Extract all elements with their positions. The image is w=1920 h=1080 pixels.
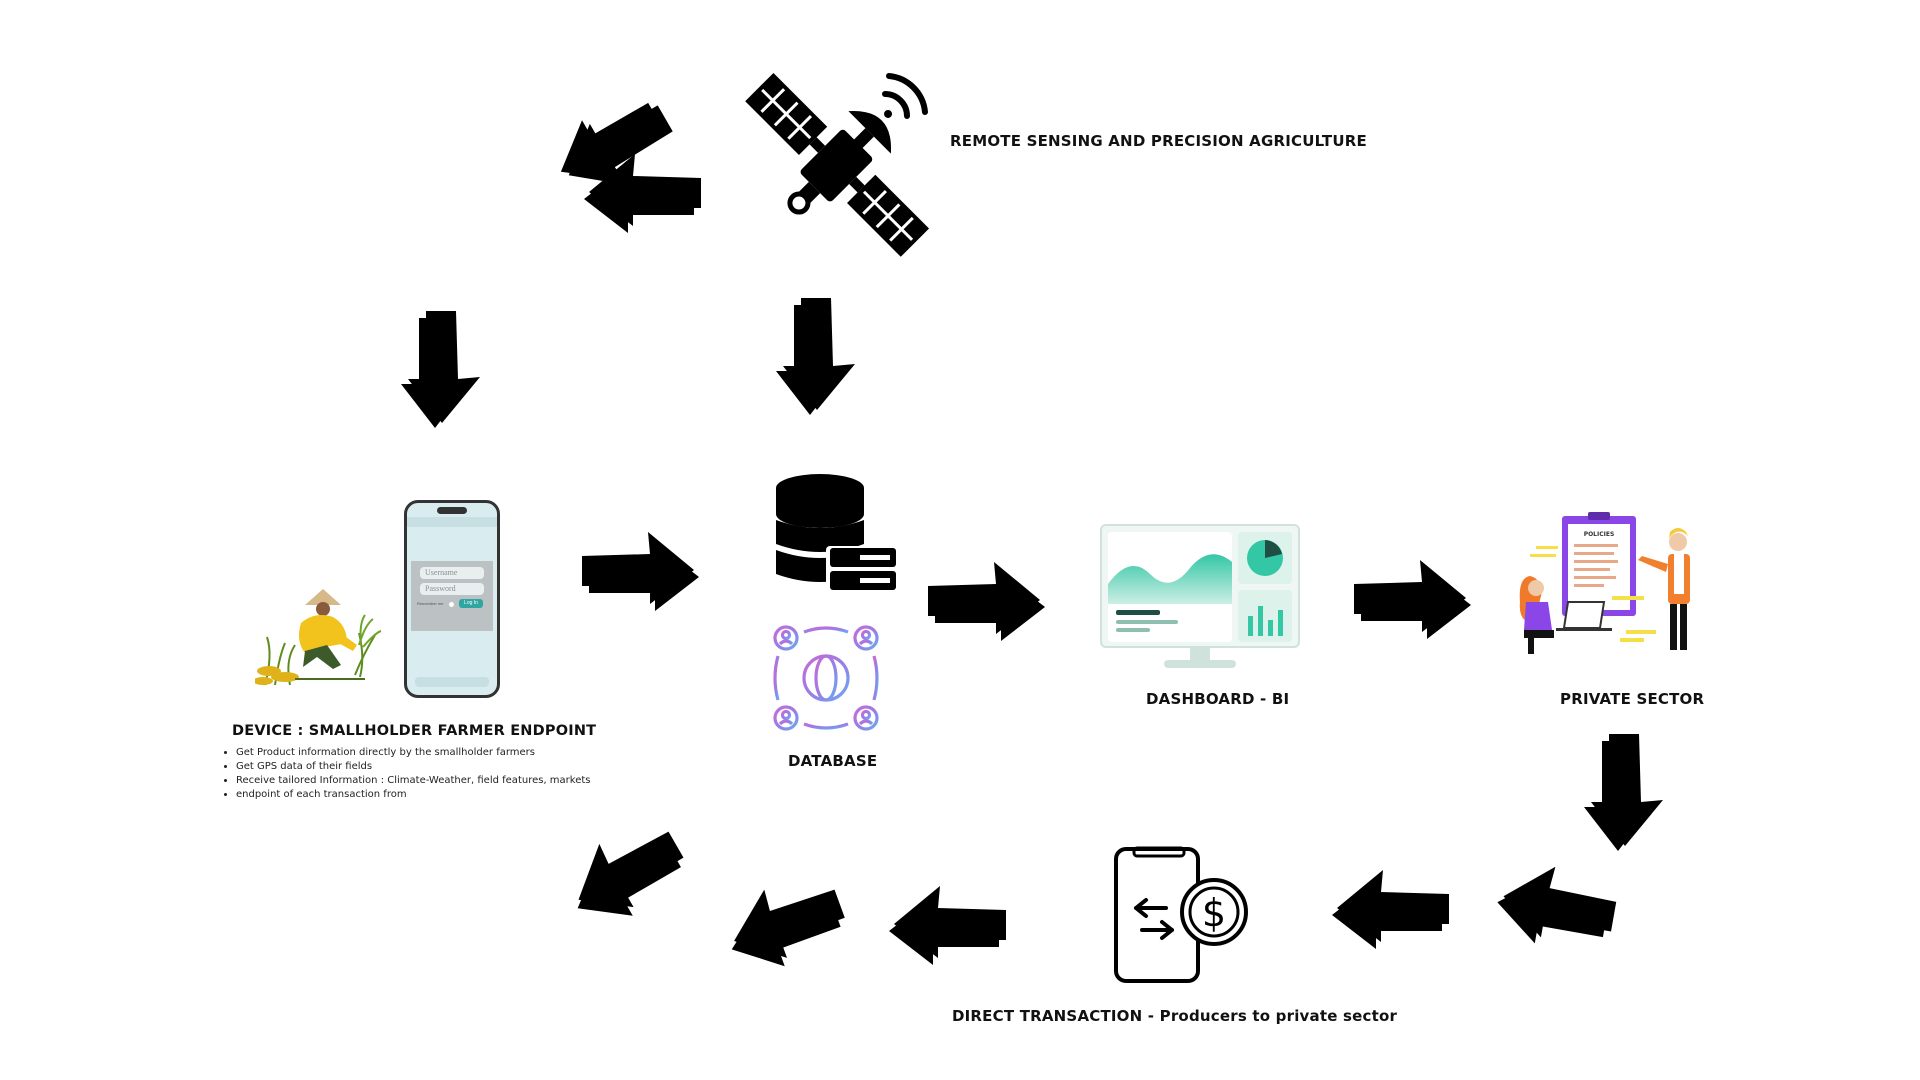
policies-board-title: POLICIES xyxy=(1584,531,1615,538)
phone-top-bar xyxy=(407,517,497,527)
device-bullet-item: Get GPS data of their fields xyxy=(236,760,591,774)
arrow-private-to-transaction-1 xyxy=(1491,857,1621,957)
device-bullet-list: Get Product information directly by the … xyxy=(222,746,591,802)
arrow-private-down xyxy=(1584,734,1663,851)
policies-board-icon: POLICIES xyxy=(1519,512,1690,654)
smartphone-icon: Username Password Remember me Log In xyxy=(404,500,500,698)
svg-text:$: $ xyxy=(1202,891,1226,935)
database-icon xyxy=(776,474,898,592)
phone-notch xyxy=(437,507,467,514)
remember-checkbox[interactable] xyxy=(449,602,454,607)
database-label: DATABASE xyxy=(788,752,878,770)
remote-sensing-label: REMOTE SENSING AND PRECISION AGRICULTURE xyxy=(950,132,1367,150)
arrow-device-to-database xyxy=(582,532,699,611)
device-bullet-item: Get Product information directly by the … xyxy=(236,746,591,760)
username-field[interactable]: Username xyxy=(420,567,484,579)
phone-bottom-bar xyxy=(415,677,489,687)
network-globe-icon xyxy=(773,625,879,731)
login-button[interactable]: Log In xyxy=(459,599,483,608)
arrow-private-to-transaction-2 xyxy=(1332,870,1449,949)
arrow-left-curve-down xyxy=(543,83,685,211)
direct-transaction-label: DIRECT TRANSACTION - Producers to privat… xyxy=(952,1007,1398,1025)
arrow-left-up-to-device xyxy=(555,810,696,938)
device-bullet-item: Receive tailored Information : Climate-W… xyxy=(236,774,591,788)
arrow-dashboard-to-private xyxy=(1354,560,1471,639)
arrow-down-to-device xyxy=(401,311,480,428)
private-sector-label: PRIVATE SECTOR xyxy=(1560,690,1705,708)
password-field[interactable]: Password xyxy=(420,583,484,595)
device-bullet-item: endpoint of each transaction from xyxy=(236,788,591,802)
login-panel: Username Password Remember me Log In xyxy=(411,561,493,631)
arrow-satellite-to-database xyxy=(776,298,855,415)
device-label: DEVICE : SMALLHOLDER FARMER ENDPOINT xyxy=(232,723,597,739)
arrow-transaction-to-left xyxy=(889,886,1006,965)
remember-label: Remember me xyxy=(417,601,444,606)
arrow-left-up-1 xyxy=(716,867,854,982)
satellite-icon xyxy=(745,72,930,257)
arrow-database-to-dashboard xyxy=(928,562,1045,641)
mobile-payment-icon: $ xyxy=(1114,846,1248,983)
farmer-illustration-icon xyxy=(255,589,382,686)
monitor-dashboard-icon xyxy=(1100,524,1300,668)
dashboard-label: DASHBOARD - BI xyxy=(1146,690,1290,708)
